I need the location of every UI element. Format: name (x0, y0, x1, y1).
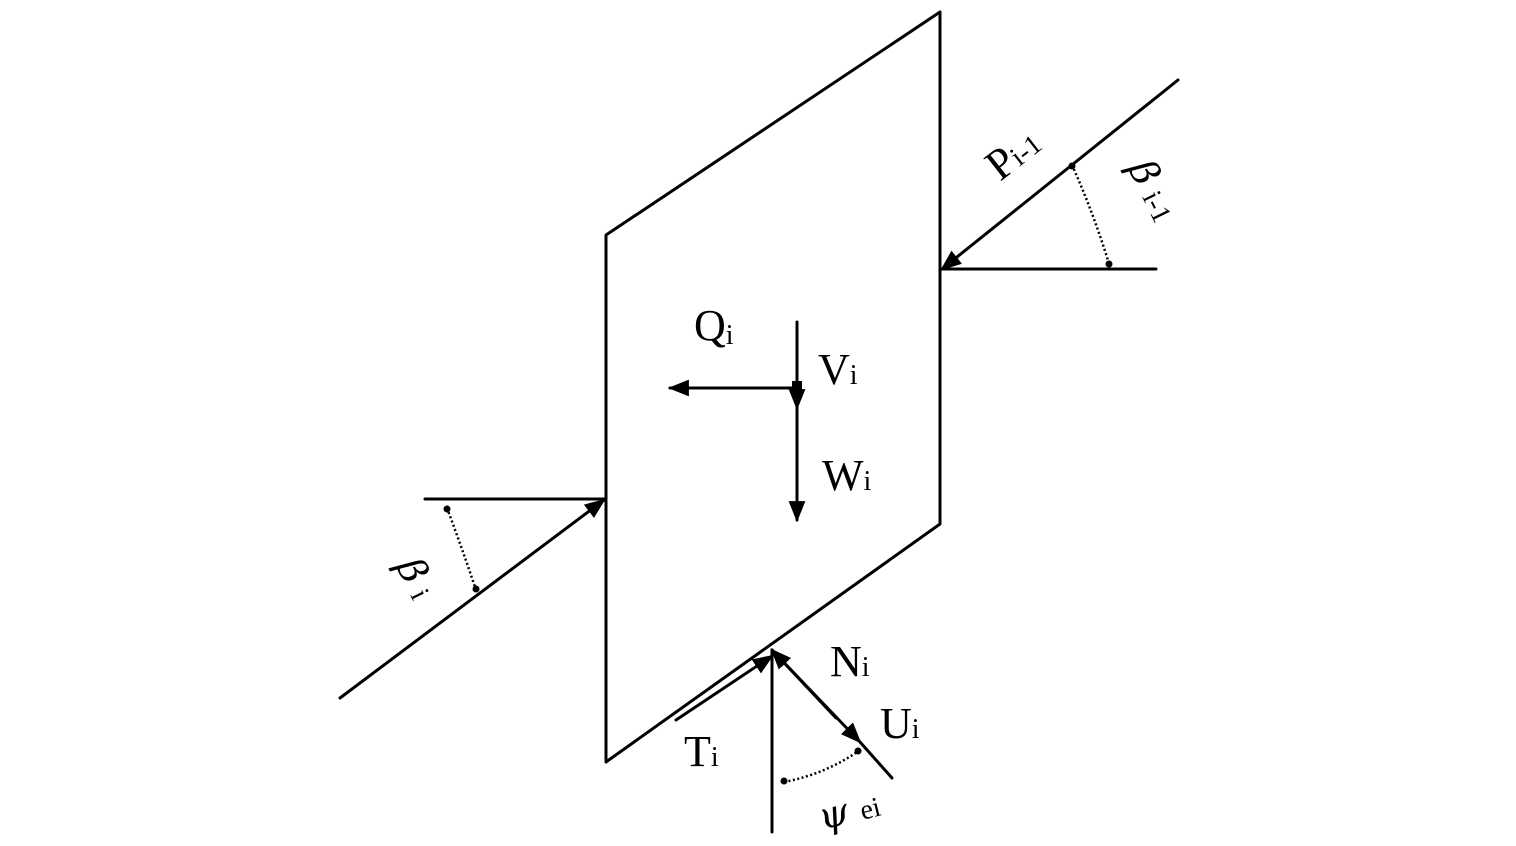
normal-extension (858, 740, 894, 780)
angle-beta-prev-arc (1070, 164, 1112, 268)
label-v: Vi (818, 345, 858, 394)
label-n: Ni (830, 637, 870, 686)
label-beta-prev: βi-1 (1119, 151, 1187, 229)
slice-outline (604, 10, 942, 764)
label-beta: βi (387, 549, 445, 606)
label-t: Ti (684, 727, 719, 776)
label-p-prev: Pi-1 (976, 117, 1050, 190)
angle-psi-arc (783, 748, 861, 784)
force-p-line (940, 78, 1180, 271)
force-t-line (674, 654, 774, 722)
label-w: Wi (822, 451, 872, 500)
force-p-i-line (338, 498, 606, 700)
force-junction (792, 381, 802, 395)
force-u-line (770, 648, 862, 744)
label-q: Qi (694, 301, 734, 351)
label-u: Ui (880, 699, 920, 748)
angle-beta-arc (445, 507, 478, 591)
